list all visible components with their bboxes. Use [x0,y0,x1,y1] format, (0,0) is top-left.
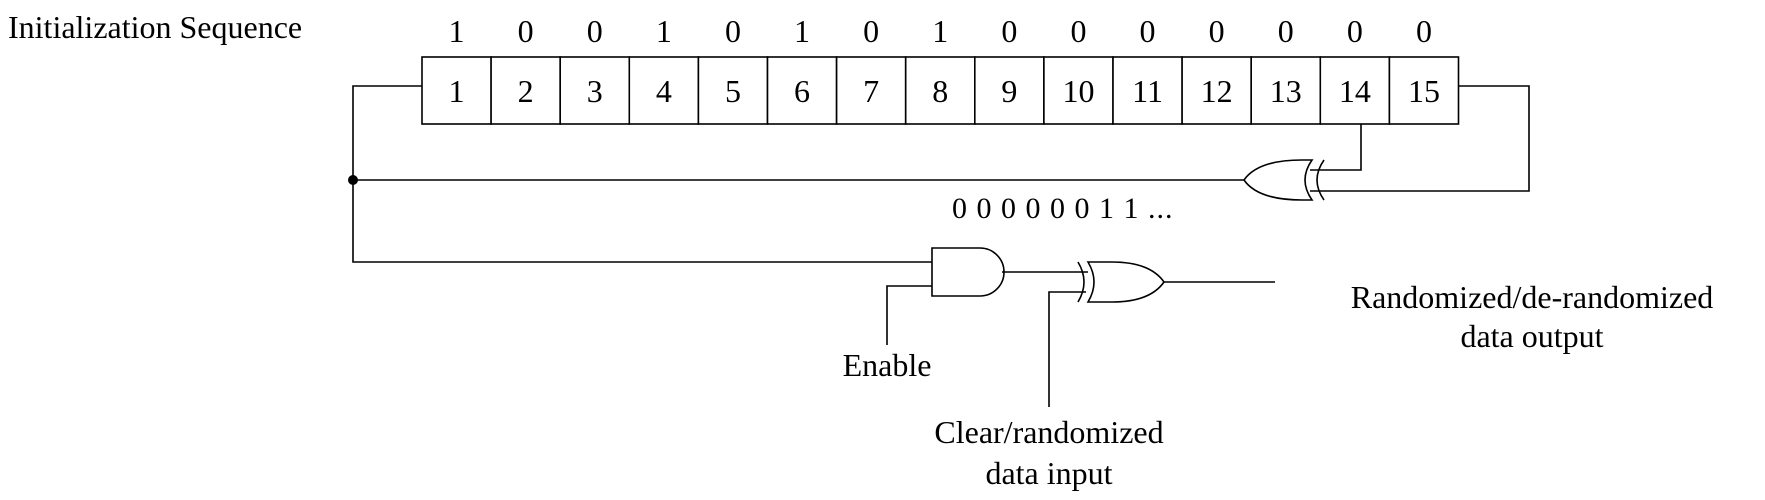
register-cell-box [1319,56,1391,125]
register-cell-label: 4 [656,73,672,109]
init-bit: 0 [1278,13,1294,49]
register-cell-label: 6 [794,73,810,109]
register-cell-label: 3 [587,73,603,109]
register-cell-label: 8 [932,73,948,109]
register-cell: 14 [1319,56,1391,125]
init-bit: 1 [656,13,672,49]
register-cell-label: 7 [863,73,879,109]
tap-15-wire [1310,85,1530,192]
and-gate [931,247,1005,297]
register-cell: 10 [1043,56,1114,125]
register-cell-box [766,56,838,125]
feedback-wire [352,85,1244,181]
register-cell: 5 [697,56,769,125]
register-cell-box [835,56,907,125]
init-bit: 1 [932,13,948,49]
register-cell: 15 [1388,56,1460,125]
init-bit: 0 [1416,13,1432,49]
register-cell: 11 [1112,56,1183,125]
output-label-line1: Randomized/de-randomized [1351,279,1714,315]
register-cell-label: 5 [725,73,741,109]
enable-wire [886,285,932,345]
feedback-sequence: 0 0 0 0 0 0 1 1 ... [952,192,1174,225]
register-cell-label: 13 [1270,73,1302,109]
register-cell-box [973,56,1045,125]
register-cell: 9 [973,56,1045,125]
register-cell-box [904,56,976,125]
register-cell-box [697,56,769,125]
data-input-label-line2: data input [985,455,1112,491]
register-cell-label: 2 [518,73,534,109]
diagram-title: Initialization Sequence [8,9,302,45]
register-cell-box [1388,56,1460,125]
init-bit: 0 [725,13,741,49]
register-cell: 3 [559,56,631,125]
init-bit: 0 [1140,13,1156,49]
init-bit: 1 [794,13,810,49]
register-cell-box [421,56,492,125]
register-cell-label: 1 [449,73,465,109]
register-cell: 6 [766,56,838,125]
tap-14-wire [1310,124,1362,171]
register-cell-label: 12 [1201,73,1233,109]
register-cell-label: 15 [1408,73,1440,109]
init-bit: 0 [587,13,603,49]
feedback-xor-gate [1243,159,1325,201]
init-bit: 0 [518,13,534,49]
register-cell-box [490,56,562,125]
output-label-line2: data output [1460,318,1603,354]
init-bit: 0 [1070,13,1086,49]
data-input-wire [1048,291,1086,407]
init-bit: 0 [863,13,879,49]
register-cell: 12 [1181,56,1252,125]
register-cell: 2 [490,56,562,125]
register-cell-label: 14 [1339,73,1371,109]
register-cell-box [559,56,631,125]
register-cell: 1 [421,56,492,125]
register-cell: 13 [1250,56,1322,125]
register-cell: 4 [628,56,700,125]
init-bits-row: 1 0 0 1 0 1 0 1 0 0 0 0 0 0 0 [449,13,1432,49]
init-bit: 0 [1209,13,1225,49]
register-cell: 8 [904,56,976,125]
data-xor-gate [1077,261,1165,303]
register-cell-label: 11 [1132,73,1163,109]
init-bit: 0 [1347,13,1363,49]
register-cell-box [1181,56,1252,125]
feedback-to-and-wire [352,180,932,263]
register-cell-box [1250,56,1322,125]
register-cell-box [1043,56,1114,125]
init-bit: 1 [449,13,465,49]
register-cell-label: 9 [1001,73,1017,109]
enable-label: Enable [843,347,932,383]
data-input-label-line1: Clear/randomized [934,414,1163,450]
register-cell-label: 10 [1062,73,1094,109]
init-bit: 0 [1001,13,1017,49]
register-cell: 7 [835,56,907,125]
